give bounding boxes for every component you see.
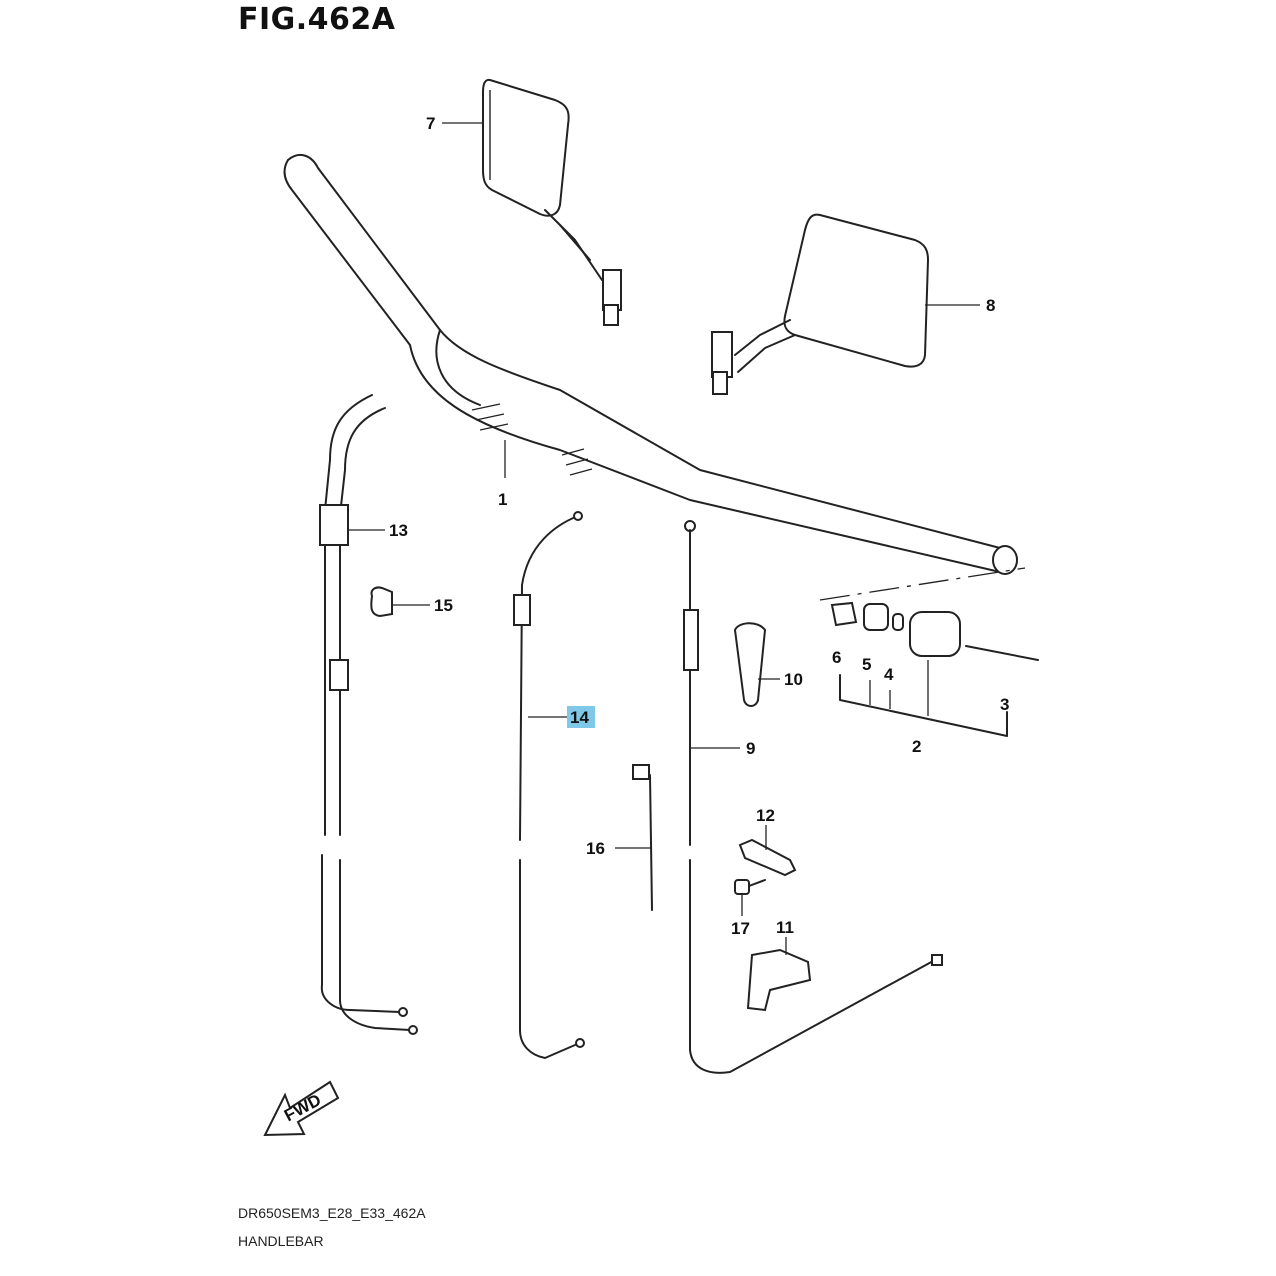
callout-10[interactable]: 10 [758,670,803,689]
callout-11[interactable]: 11 [776,918,794,955]
mirror-left-part[interactable] [482,78,622,326]
callout-3[interactable]: 3 [1000,695,1009,714]
bolt-part-3 [965,645,1039,661]
clamp-part[interactable] [370,586,393,618]
callout-2[interactable]: 2 [912,737,921,756]
callout-14[interactable]: 14 [528,706,595,728]
callout-label-highlighted: 14 [570,708,589,727]
callout-label: 12 [756,806,775,825]
callout-label: 11 [776,918,794,937]
mirror-right-part[interactable] [711,213,929,395]
callout-6[interactable]: 6 [832,648,841,667]
collar-part-5 [863,603,889,631]
forward-arrow: FWD [263,1080,340,1137]
starter-cable-part[interactable] [513,511,585,1059]
throttle-cable-part[interactable] [319,394,418,1035]
callout-16[interactable]: 16 [586,839,652,858]
bracket-part-12[interactable] [738,838,797,877]
bar-end-set-part[interactable] [830,601,1039,737]
callout-1[interactable]: 1 [498,440,507,509]
washer-part-4 [892,613,904,631]
callout-label: 3 [1000,695,1009,714]
callout-label: 17 [731,919,750,938]
model-code: DR650SEM3_E28_E33_462A [238,1205,426,1221]
cable-tie-part[interactable] [632,764,653,911]
nut-part-6 [830,601,858,627]
callout-label: 5 [862,655,871,674]
callout-4[interactable]: 4 [884,665,894,684]
callout-label: 8 [986,296,995,315]
bolt-part-17[interactable] [734,879,766,895]
callout-8[interactable]: 8 [925,296,995,315]
callout-13[interactable]: 13 [348,521,408,540]
callout-9[interactable]: 9 [690,739,755,758]
handlebar-part[interactable] [283,153,1026,601]
callout-label: 2 [912,737,921,756]
callout-label: 9 [746,739,755,758]
callout-label: 7 [426,114,435,133]
callout-7[interactable]: 7 [426,114,483,133]
callout-12[interactable]: 12 [756,806,775,850]
callout-5[interactable]: 5 [862,655,871,674]
callout-label: 1 [498,490,507,509]
callout-17[interactable]: 17 [731,895,750,938]
callout-label: 15 [434,596,453,615]
bar-end-part-2 [909,611,961,657]
highlight-box [567,706,595,728]
bracket-part-11[interactable] [746,948,812,1012]
callout-15[interactable]: 15 [392,596,453,615]
callout-label: 16 [586,839,605,858]
callout-label: 13 [389,521,408,540]
callout-label: 4 [884,665,894,684]
figure-name: HANDLEBAR [238,1233,324,1249]
figure-title: FIG.462A [238,2,396,37]
cable-cover-part[interactable] [733,622,767,707]
clutch-cable-part[interactable] [683,520,943,1074]
callout-label: 6 [832,648,841,667]
callout-label: 10 [784,670,803,689]
